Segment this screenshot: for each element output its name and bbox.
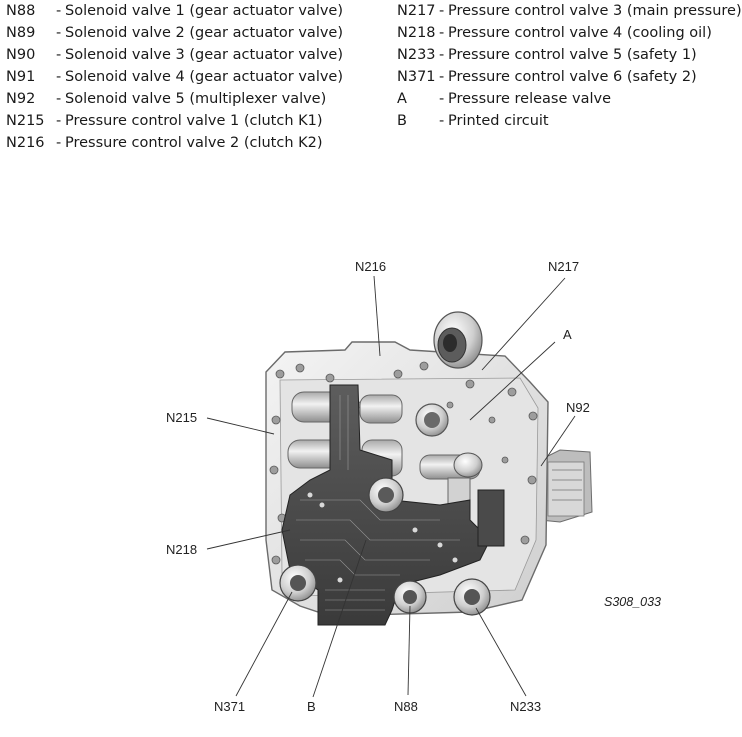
pressure-release-valve-a: [415, 403, 449, 437]
callout-b: B: [307, 699, 316, 714]
figure-reference: S308_033: [604, 595, 661, 609]
leader-n215: [206, 417, 275, 435]
callout-n371: N371: [214, 699, 245, 714]
legend-row: N89 -Solenoid valve 2 (gear actuator valv…: [6, 22, 343, 44]
legend-right-column: N217-Pressure control valve 3 (main pres…: [397, 0, 742, 132]
leader-n92: [540, 415, 576, 467]
leader-n216: [373, 275, 381, 357]
main-pressure-valve-n217: [433, 311, 483, 369]
legend-description: Solenoid valve 2 (gear actuator valve): [65, 25, 344, 41]
legend-separator: -: [56, 25, 62, 41]
legend-description: Pressure control valve 2 (clutch K2): [65, 135, 323, 151]
legend-code: N88: [6, 3, 36, 19]
callout-n92: N92: [566, 400, 590, 415]
leader-n217: [481, 277, 566, 371]
electrical-connector: [539, 449, 593, 523]
legend-code: B: [397, 113, 407, 129]
legend-code: N89: [6, 25, 36, 41]
callout-n88: N88: [394, 699, 418, 714]
legend-separator: -: [56, 69, 62, 85]
legend-description: Solenoid valve 5 (multiplexer valve): [65, 91, 327, 107]
legend-row: A -Pressure release valve: [397, 88, 742, 110]
leader-a: [469, 341, 556, 421]
legend-code: N91: [6, 69, 36, 85]
legend-code: N233: [397, 47, 436, 63]
legend-separator: -: [439, 113, 445, 129]
callout-n216: N216: [355, 259, 386, 274]
legend-description: Solenoid valve 3 (gear actuator valve): [65, 47, 344, 63]
legend-code: N215: [6, 113, 45, 129]
legend-row: B -Printed circuit: [397, 110, 742, 132]
callout-a: A: [563, 327, 572, 342]
legend-separator: -: [56, 47, 62, 63]
pressure-control-valve-n371: [279, 564, 317, 602]
legend-separator: -: [439, 3, 445, 19]
legend-row: N215-Pressure control valve 1 (clutch K1…: [6, 110, 343, 132]
legend-description: Pressure control valve 3 (main pressure): [448, 3, 742, 19]
legend-description: Printed circuit: [448, 113, 549, 129]
legend-code: N218: [397, 25, 436, 41]
callout-n217: N217: [548, 259, 579, 274]
legend-row: N216-Pressure control valve 2 (clutch K2…: [6, 132, 343, 154]
legend-row: N233-Pressure control valve 5 (safety 1): [397, 44, 742, 66]
callout-n215: N215: [166, 410, 197, 425]
leader-n218: [206, 529, 291, 550]
leader-n88: [407, 605, 411, 696]
callout-n218: N218: [166, 542, 197, 557]
leader-b: [312, 539, 367, 698]
legend-row: N90 -Solenoid valve 3 (gear actuator valv…: [6, 44, 343, 66]
leader-n233: [475, 607, 527, 697]
leader-lines: [206, 275, 576, 698]
legend-separator: -: [439, 91, 445, 107]
legend-separator: -: [56, 113, 62, 129]
legend-code: N217: [397, 3, 436, 19]
legend-left-column: N88-Solenoid valve 1 (gear actuator valv…: [6, 0, 343, 154]
legend-code: N92: [6, 91, 36, 107]
pressure-control-valve-n233: [453, 578, 491, 616]
leader-n371: [235, 591, 293, 697]
callout-n233: N233: [510, 699, 541, 714]
legend-separator: -: [56, 3, 62, 19]
callout-labels: N216 N217 A N92 N215 N218 N371 B N88 N23…: [166, 259, 661, 714]
legend-separator: -: [439, 47, 445, 63]
legend-description: Solenoid valve 1 (gear actuator valve): [65, 3, 344, 19]
pressure-control-valve-n218: [368, 477, 404, 513]
legend-description: Pressure release valve: [448, 91, 612, 107]
legend-separator: -: [56, 135, 62, 151]
legend-row: N217-Pressure control valve 3 (main pres…: [397, 0, 742, 22]
legend-code: N216: [6, 135, 45, 151]
legend-description: Pressure control valve 1 (clutch K1): [65, 113, 323, 129]
legend-code: A: [397, 91, 407, 107]
legend-separator: -: [439, 69, 445, 85]
legend-separator: -: [56, 91, 62, 107]
legend-row: N88 -Solenoid valve 1 (gear actuator valv…: [6, 0, 343, 22]
legend-row: N218-Pressure control valve 4 (cooling o…: [397, 22, 742, 44]
valve-body-diagram: N216 N217 A N92 N215 N218 N371 B N88 N23…: [166, 259, 661, 714]
legend-description: Pressure control valve 4 (cooling oil): [448, 25, 712, 41]
legend-separator: -: [439, 25, 445, 41]
legend-row: N91 -Solenoid valve 4 (gear actuator valv…: [6, 66, 343, 88]
legend-code: N371: [397, 69, 436, 85]
legend-description: Pressure control valve 5 (safety 1): [448, 47, 697, 63]
legend-description: Solenoid valve 4 (gear actuator valve): [65, 69, 344, 85]
legend-row: N371-Pressure control valve 6 (safety 2): [397, 66, 742, 88]
legend-description: Pressure control valve 6 (safety 2): [448, 69, 697, 85]
legend-code: N90: [6, 47, 36, 63]
legend-row: N92 -Solenoid valve 5 (multiplexer valve): [6, 88, 343, 110]
